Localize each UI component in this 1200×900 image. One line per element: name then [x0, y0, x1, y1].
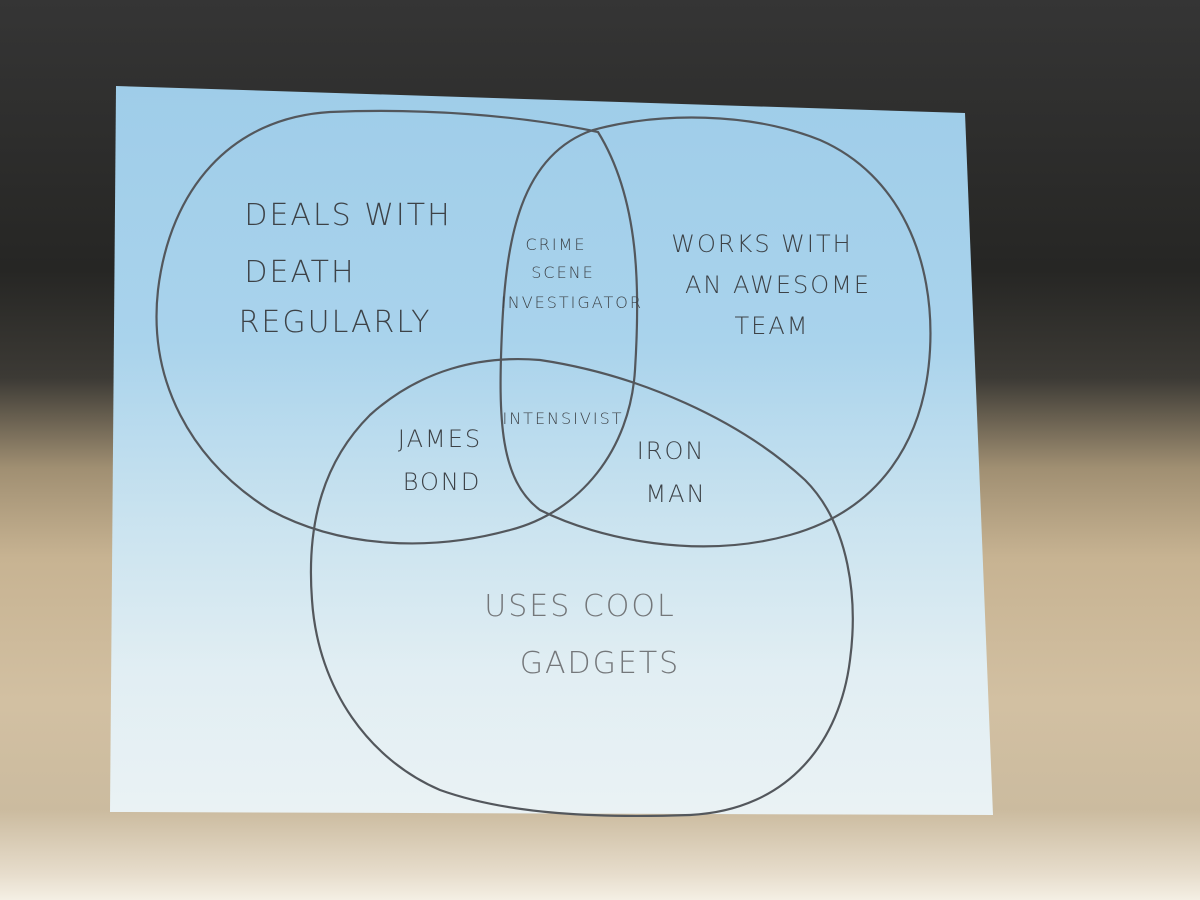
top-left-line-1: DEALS WITH — [244, 198, 451, 233]
top-left-line-2: DEATH — [244, 255, 355, 290]
top-right-line-1: WORKS WITH — [671, 230, 852, 258]
bottom-line-2: GADGETS — [520, 646, 680, 681]
top-right-line-3: TEAM — [735, 312, 810, 340]
label-iron-man: IRON MAN — [637, 437, 706, 508]
intersection-tl-b-line-2: BOND — [403, 468, 482, 496]
intersection-tl-tr-line-1: CRIME — [526, 235, 587, 254]
top-left-line-3: REGULARLY — [239, 305, 432, 340]
bottom-line-1: USES COOL — [484, 589, 675, 624]
label-intensivist: INTENSIVIST — [502, 409, 623, 428]
label-james-bond: JAMES BOND — [398, 425, 482, 496]
venn-circle-bottom — [309, 358, 854, 818]
label-crime-scene-investigator: CRIME SCENE INVESTIGATOR — [501, 235, 643, 312]
label-deals-with-death-regularly: DEALS WITH DEATH REGULARLY — [239, 198, 451, 340]
intersection-tr-b-line-2: MAN — [645, 480, 706, 508]
venn-circle-top-right — [499, 116, 932, 548]
intersection-tl-tr-line-2: SCENE — [531, 263, 595, 282]
label-works-with-an-awesome-team: WORKS WITH AN AWESOME TEAM — [671, 230, 871, 340]
label-uses-cool-gadgets: USES COOL GADGETS — [484, 589, 680, 681]
slide-background — [110, 86, 993, 815]
top-right-line-2: AN AWESOME — [685, 271, 871, 299]
intersection-tr-b-line-1: IRON — [637, 437, 706, 465]
intersection-tl-tr-line-3: INVESTIGATOR — [501, 293, 643, 312]
venn-circle-top-left — [155, 109, 639, 545]
intersection-tl-b-line-1: JAMES — [398, 425, 482, 453]
